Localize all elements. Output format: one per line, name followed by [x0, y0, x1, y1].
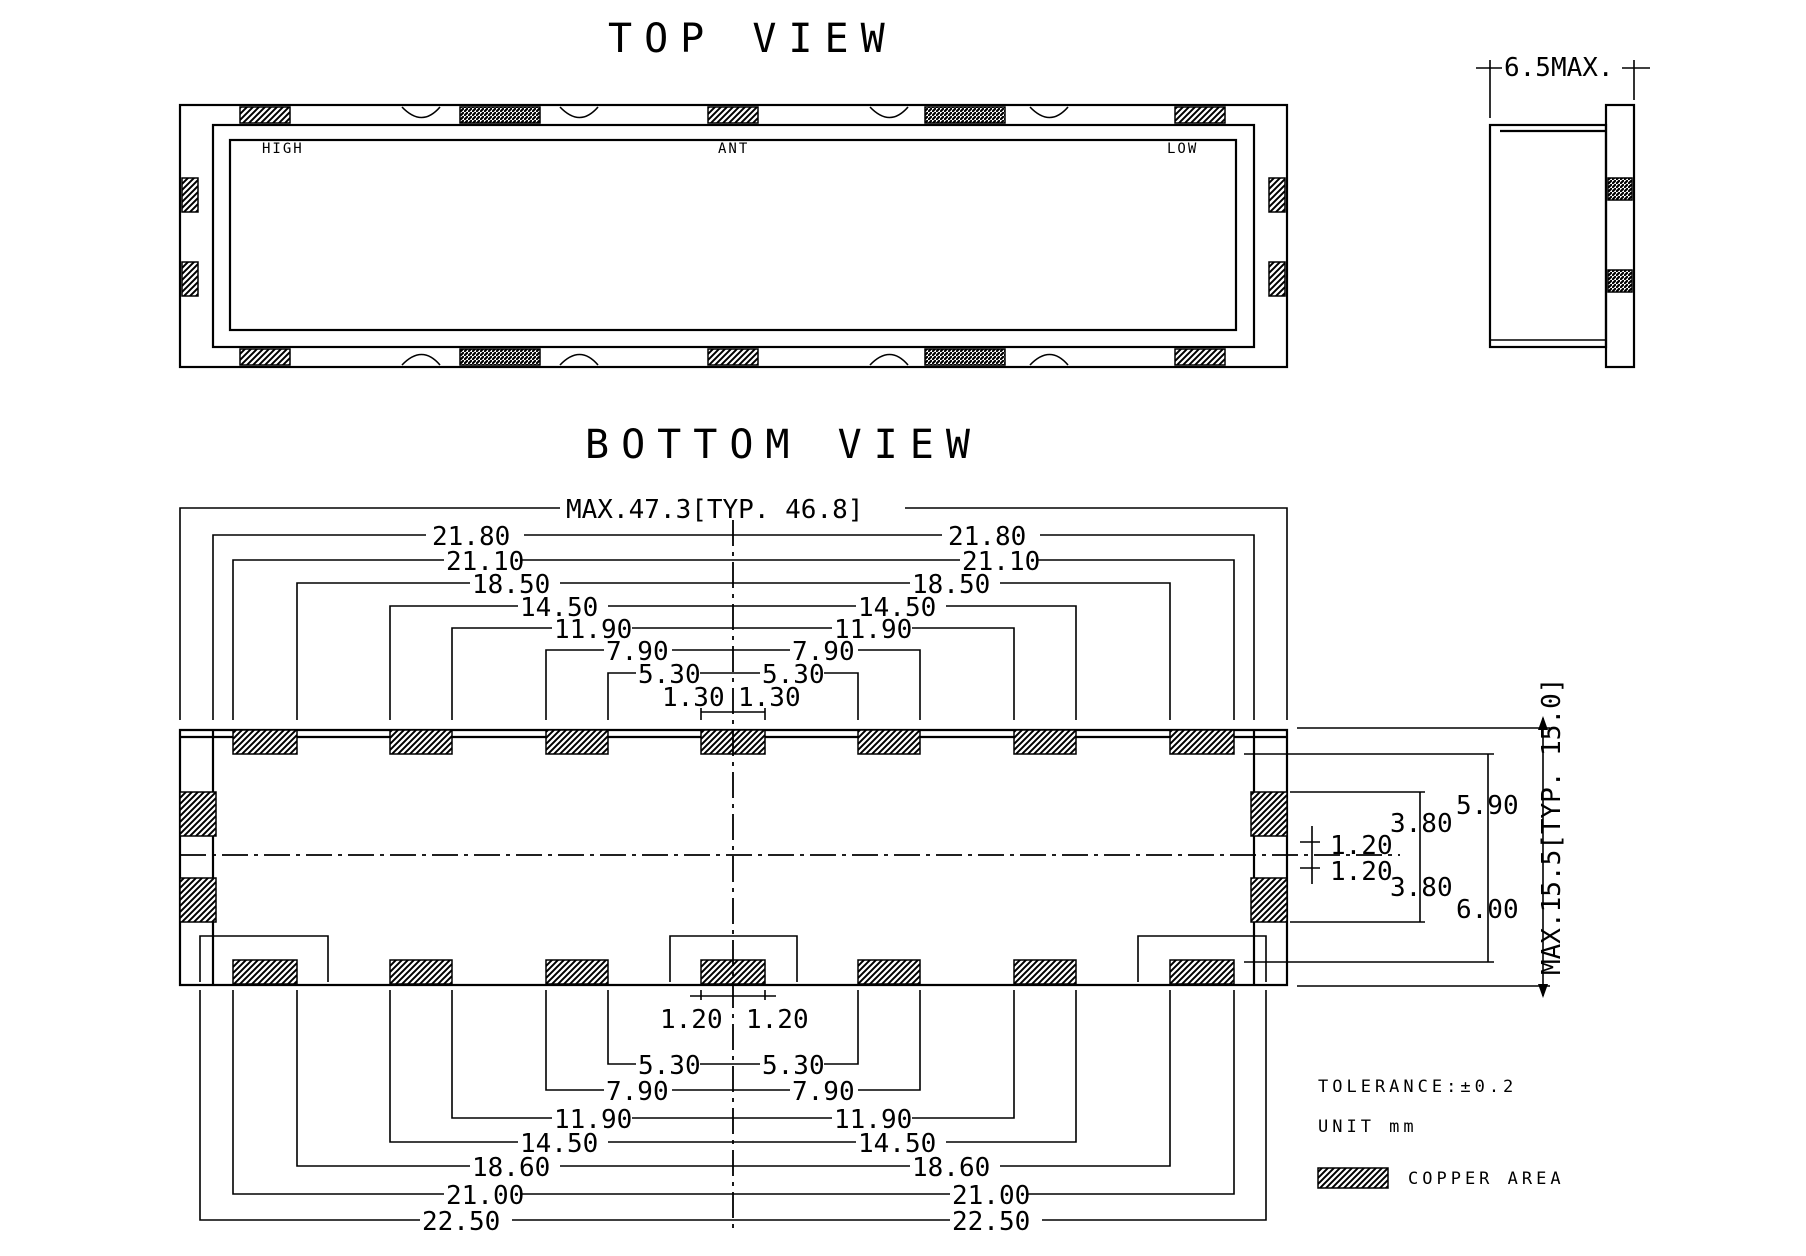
dim-b-22-50-left: 22.50 — [422, 1207, 500, 1237]
dim-18-50-right: 18.50 — [912, 570, 990, 600]
dim-18-50-left: 18.50 — [472, 570, 550, 600]
dim-b-21-00-right: 21.00 — [952, 1181, 1030, 1211]
dim-1-30-right: 1.30 — [738, 683, 801, 713]
dim-b-11-90-left: 11.90 — [554, 1105, 632, 1135]
dim-b-5-30-right: 5.30 — [762, 1051, 825, 1081]
dim-b-14-50-right: 14.50 — [858, 1129, 936, 1159]
top-view-title: TOP VIEW — [608, 16, 897, 62]
dim-b-7-90-right: 7.90 — [792, 1077, 855, 1107]
dim-r-1-20-lower: 1.20 — [1330, 857, 1393, 887]
copper-note: COPPER AREA — [1408, 1169, 1565, 1189]
unit-note: UNIT mm — [1318, 1117, 1418, 1137]
dim-b-22-50-right: 22.50 — [952, 1207, 1030, 1237]
bottom-dimensions: 1.20 1.20 5.30 5.30 7.90 7.90 11.90 11.9… — [199, 990, 1267, 1237]
dim-5-30-left: 5.30 — [638, 660, 701, 690]
dim-b-5-30-left: 5.30 — [638, 1051, 701, 1081]
dim-r-1-20-upper: 1.20 — [1330, 831, 1393, 861]
label-high: HIGH — [262, 141, 304, 157]
dim-11-90-right: 11.90 — [834, 615, 912, 645]
dim-7-90-left: 7.90 — [606, 637, 669, 667]
dim-b-14-50-left: 14.50 — [520, 1129, 598, 1159]
bottom-view — [178, 520, 1400, 1228]
side-height-dim: 6.5MAX. — [1504, 53, 1614, 83]
dim-21-80-right: 21.80 — [948, 522, 1026, 552]
dim-3-80-upper: 3.80 — [1390, 809, 1453, 839]
dim-b-18-60-left: 18.60 — [472, 1153, 550, 1183]
dim-6-00: 6.00 — [1456, 895, 1519, 925]
notes: TOLERANCE:±0.2 UNIT mm COPPER AREA — [1317, 1077, 1565, 1189]
copper-legend-swatch — [1317, 1167, 1389, 1189]
dim-7-90-right: 7.90 — [792, 637, 855, 667]
right-dimensions: MAX.15.5[TYP. 15.0] 5.90 6.00 3.80 3.80 … — [1244, 678, 1567, 998]
side-view: 6.5MAX. — [1476, 53, 1650, 369]
dim-b-7-90-left: 7.90 — [606, 1077, 669, 1107]
dim-1-20-left: 1.20 — [660, 1005, 723, 1035]
tolerance-note: TOLERANCE:±0.2 — [1318, 1077, 1517, 1097]
dim-b-11-90-right: 11.90 — [834, 1105, 912, 1135]
dim-1-20-right: 1.20 — [746, 1005, 809, 1035]
top-view: HIGH ANT LOW — [178, 103, 1289, 369]
dim-14-50-right: 14.50 — [858, 593, 936, 623]
top-dimensions: MAX.47.3[TYP. 46.8] 21.80 21.80 21.10 21… — [179, 495, 1288, 720]
dim-3-80-lower: 3.80 — [1390, 873, 1453, 903]
dim-5-30-right: 5.30 — [762, 660, 825, 690]
dim-1-30-left: 1.30 — [662, 683, 725, 713]
dim-21-10-left: 21.10 — [446, 547, 524, 577]
dim-14-50-left: 14.50 — [520, 593, 598, 623]
dim-b-21-00-left: 21.00 — [446, 1181, 524, 1211]
dim-21-80-left: 21.80 — [432, 522, 510, 552]
dim-b-18-60-right: 18.60 — [912, 1153, 990, 1183]
label-ant: ANT — [718, 141, 749, 157]
dim-11-90-left: 11.90 — [554, 615, 632, 645]
label-low: LOW — [1167, 141, 1198, 157]
bottom-view-title: BOTTOM VIEW — [585, 422, 982, 468]
bottom-pad-row — [232, 959, 1235, 985]
dim-5-90: 5.90 — [1456, 791, 1519, 821]
dim-overall-height: MAX.15.5[TYP. 15.0] — [1537, 678, 1567, 975]
dim-overall-width: MAX.47.3[TYP. 46.8] — [566, 495, 863, 525]
dim-21-10-right: 21.10 — [962, 547, 1040, 577]
